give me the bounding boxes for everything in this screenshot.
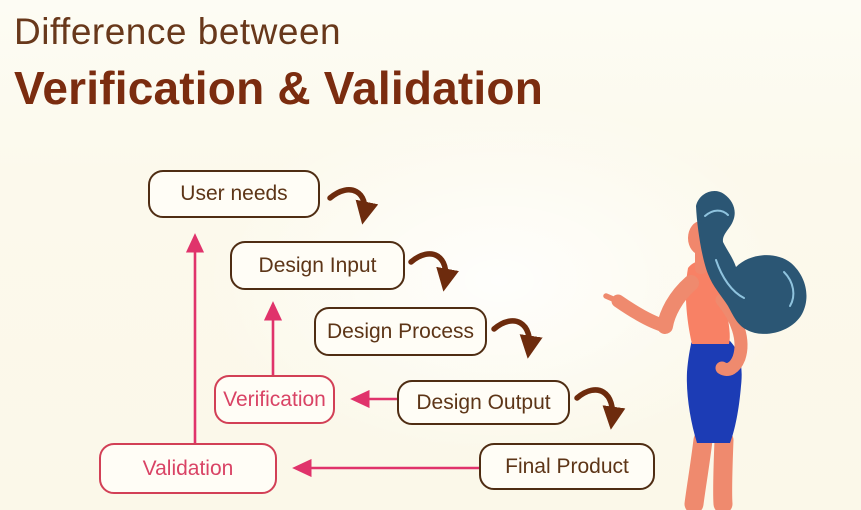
node-design-input: Design Input	[230, 241, 405, 290]
node-design-output: Design Output	[397, 380, 570, 425]
person-hair-strands	[704, 209, 795, 307]
node-design-input-label: Design Input	[258, 253, 377, 277]
node-validation-label: Validation	[142, 456, 234, 480]
node-verification: Verification	[214, 375, 335, 424]
node-design-process-label: Design Process	[326, 319, 475, 343]
node-verification-label: Verification	[223, 387, 326, 411]
node-final-product-label: Final Product	[505, 454, 629, 478]
node-validation: Validation	[99, 443, 277, 494]
person-pointing-finger	[603, 293, 623, 305]
person-pointing-arm	[603, 275, 699, 334]
arrow-design-process-to-design-output	[491, 318, 543, 359]
arrow-design-output-to-final-product	[574, 387, 626, 430]
node-design-output-label: Design Output	[416, 390, 551, 414]
title-line-1: Difference between	[14, 11, 342, 52]
pink-feedback-arrows	[185, 233, 479, 478]
node-user-needs-label: User needs	[180, 182, 288, 205]
node-final-product: Final Product	[479, 443, 655, 490]
arrow-design-input-to-design-process	[408, 251, 459, 292]
node-user-needs: User needs	[148, 170, 320, 218]
person-hair	[696, 191, 807, 334]
title-line-2: Verification & Validation	[14, 61, 544, 114]
arrow-user-needs-to-design-input	[327, 187, 379, 225]
brown-flow-arrows	[327, 187, 626, 430]
person-illustration	[603, 191, 807, 510]
person-arm-on-hip	[715, 293, 748, 376]
node-design-process: Design Process	[314, 307, 487, 356]
page-title: Difference between Verification & Valida…	[14, 11, 544, 114]
person-legs	[684, 430, 734, 510]
